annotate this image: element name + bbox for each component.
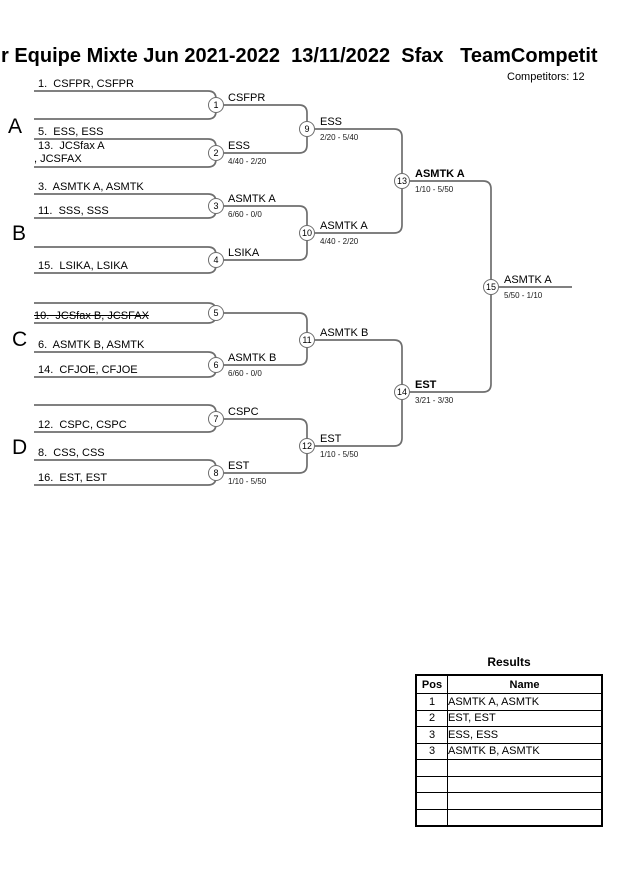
group-label-b: B	[12, 222, 27, 245]
results-row	[415, 792, 603, 810]
match-number-13: 13	[394, 173, 410, 189]
seed-entry-8: 8. CSS, CSS	[38, 447, 105, 459]
match-number-12: 12	[299, 438, 315, 454]
seed-entry-10-withdrawn: 10. JCSfax B, JCSFAX	[34, 310, 149, 322]
results-row	[415, 775, 603, 793]
results-title: Results	[487, 655, 531, 669]
match-number-15: 15	[483, 279, 499, 295]
seed-entry-5: 5. ESS, ESS	[38, 126, 104, 138]
seed-entry-12: 12. CSPC, CSPC	[38, 419, 127, 431]
name-cell: ESS, ESS	[447, 726, 603, 744]
winner-label-m14: EST	[415, 379, 437, 391]
winner-label-m4: LSIKA	[228, 247, 260, 259]
pos-cell	[415, 808, 448, 827]
results-header-pos: Pos	[415, 674, 448, 694]
pos-cell	[415, 792, 448, 810]
match-score-m12: 1/10 - 5/50	[320, 450, 359, 459]
name-cell	[447, 792, 603, 810]
group-label-c: C	[12, 328, 28, 351]
pos-cell	[415, 775, 448, 793]
match-number-4: 4	[208, 252, 224, 268]
competitors-count: Competitors: 12	[507, 71, 585, 83]
results-header-row: Pos Name	[415, 674, 603, 694]
winner-label-m15-champion: ASMTK A	[504, 274, 552, 286]
winner-label-m3: ASMTK A	[228, 193, 276, 205]
results-row: 1 ASMTK A, ASMTK	[415, 693, 603, 711]
winner-label-m6: ASMTK B	[228, 352, 277, 364]
winner-label-m7: CSPC	[228, 406, 259, 418]
match-number-3: 3	[208, 198, 224, 214]
results-header-name: Name	[447, 674, 603, 694]
results-table: Pos Name 1 ASMTK A, ASMTK 2 EST, EST 3 E…	[415, 674, 603, 827]
match-score-m8: 1/10 - 5/50	[228, 477, 267, 486]
winner-label-m1: CSFPR	[228, 92, 266, 104]
match-score-m14: 3/21 - 3/30	[415, 396, 454, 405]
match-number-9: 9	[299, 121, 315, 137]
name-cell: ASMTK A, ASMTK	[447, 693, 603, 711]
results-row: 2 EST, EST	[415, 709, 603, 727]
pos-cell	[415, 759, 448, 777]
seed-entry-11: 11. SSS, SSS	[38, 205, 109, 217]
name-cell	[447, 775, 603, 793]
seed-entry-3: 3. ASMTK A, ASMTK	[38, 181, 144, 193]
seed-entry-15: 15. LSIKA, LSIKA	[38, 260, 128, 272]
match-score-m13: 1/10 - 5/50	[415, 185, 454, 194]
match-number-10: 10	[299, 225, 315, 241]
winner-label-m11: ASMTK B	[320, 327, 369, 339]
match-score-m2: 4/40 - 2/20	[228, 157, 267, 166]
pos-cell: 1	[415, 693, 448, 711]
seed-entry-16: 16. EST, EST	[38, 472, 108, 484]
semifinal-connectors	[315, 128, 403, 447]
group-label-a: A	[8, 115, 23, 138]
winner-label-m12: EST	[320, 433, 342, 445]
match-score-m6: 6/60 - 0/0	[228, 369, 262, 378]
group-label-d: D	[12, 436, 28, 459]
results-row	[415, 759, 603, 777]
pos-cell: 3	[415, 726, 448, 744]
match-number-2: 2	[208, 145, 224, 161]
match-score-m3: 6/60 - 0/0	[228, 210, 262, 219]
name-cell: ASMTK B, ASMTK	[447, 742, 603, 760]
pos-cell: 2	[415, 709, 448, 727]
seed-entry-6: 6. ASMTK B, ASMTK	[38, 339, 145, 351]
match-number-11: 11	[299, 332, 315, 348]
match-number-5: 5	[208, 305, 224, 321]
name-cell	[447, 759, 603, 777]
seed-entry-14: 14. CFJOE, CFJOE	[38, 364, 138, 376]
results-row: 3 ESS, ESS	[415, 726, 603, 744]
match-score-m10: 4/40 - 2/20	[320, 237, 359, 246]
results-row: 3 ASMTK B, ASMTK	[415, 742, 603, 760]
match-score-m9: 2/20 - 5/40	[320, 133, 359, 142]
seed-entry-13b: , JCSFAX	[34, 153, 82, 165]
match-number-8: 8	[208, 465, 224, 481]
quarterfinal-connectors	[224, 104, 308, 474]
winner-label-m9: ESS	[320, 116, 343, 128]
seed-entry-13: 13. JCSfax A	[38, 140, 105, 152]
match-number-1: 1	[208, 97, 224, 113]
winner-label-m8: EST	[228, 460, 250, 472]
winner-label-m13: ASMTK A	[415, 168, 465, 180]
winner-label-m2: ESS	[228, 140, 251, 152]
results-row	[415, 808, 603, 827]
match-score-m15: 5/50 - 1/10	[504, 291, 543, 300]
name-cell: EST, EST	[447, 709, 603, 727]
match-number-14: 14	[394, 384, 410, 400]
seed-entry-1: 1. CSFPR, CSFPR	[38, 78, 134, 90]
match-number-7: 7	[208, 411, 224, 427]
final-connectors	[410, 180, 492, 393]
match-number-6: 6	[208, 357, 224, 373]
pos-cell: 3	[415, 742, 448, 760]
winner-label-m10: ASMTK A	[320, 220, 368, 232]
page-title: r Equipe Mixte Jun 2021-2022 13/11/2022 …	[1, 45, 598, 67]
name-cell	[447, 808, 603, 827]
